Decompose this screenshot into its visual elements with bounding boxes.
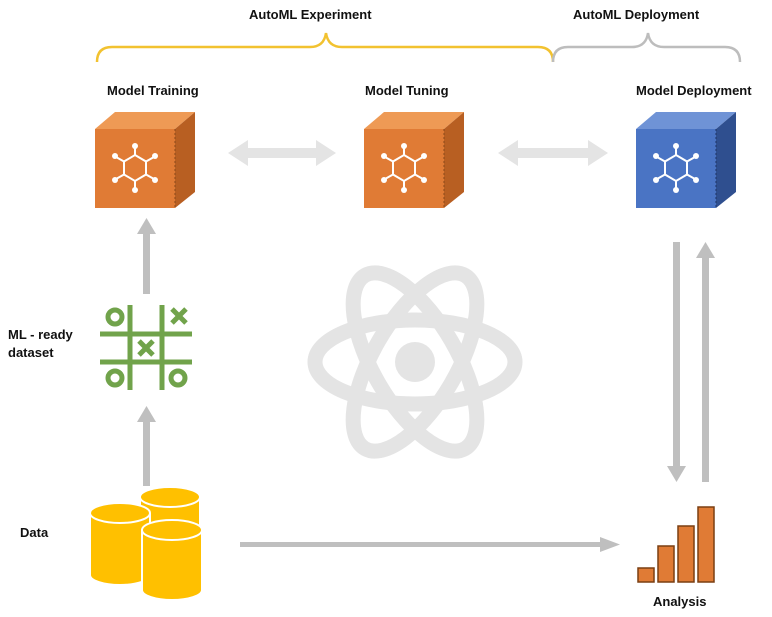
tuning-deployment-arrow bbox=[498, 140, 608, 166]
ml-ready-dataset-label: ML - ready dataset bbox=[8, 327, 73, 360]
data-to-analysis-arrow bbox=[240, 537, 620, 552]
automl-deployment-label: AutoML Deployment bbox=[573, 7, 700, 22]
atom-icon bbox=[307, 265, 523, 459]
automl-experiment-label: AutoML Experiment bbox=[249, 7, 372, 22]
automl-deployment-brace bbox=[551, 32, 742, 63]
model-training-label: Model Training bbox=[107, 83, 199, 98]
bar-chart-icon bbox=[637, 506, 715, 583]
deployment-to-analysis-arrow bbox=[667, 242, 686, 482]
tic-tac-toe-icon bbox=[100, 305, 192, 390]
analysis-to-deployment-arrow bbox=[696, 242, 715, 482]
model-deployment-cube bbox=[636, 112, 736, 208]
data-to-dataset-arrow bbox=[137, 406, 156, 486]
automl-experiment-brace bbox=[95, 32, 555, 63]
model-training-cube bbox=[95, 112, 195, 208]
data-label: Data bbox=[20, 525, 49, 540]
model-tuning-label: Model Tuning bbox=[365, 83, 449, 98]
analysis-label: Analysis bbox=[653, 594, 707, 609]
dataset-to-training-arrow bbox=[137, 218, 156, 294]
model-deployment-label: Model Deployment bbox=[636, 83, 752, 98]
model-tuning-cube bbox=[364, 112, 464, 208]
training-tuning-arrow bbox=[228, 140, 336, 166]
database-icon bbox=[89, 486, 203, 601]
